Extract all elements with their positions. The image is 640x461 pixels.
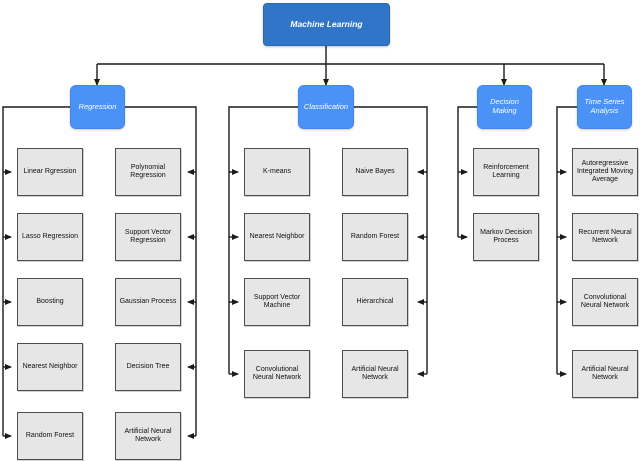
leaf-label: Naive Bayes bbox=[355, 167, 395, 175]
node-label: Regression bbox=[78, 101, 117, 111]
leaf-label: Lasso Regression bbox=[21, 232, 79, 240]
leaf-label: Artificial Neural Network bbox=[581, 365, 629, 381]
node-label: Machine Learning bbox=[290, 18, 363, 29]
leaf-label: Random Forest bbox=[350, 232, 400, 240]
leaf-node[interactable]: Markov Decision Process bbox=[473, 213, 539, 261]
node-decision-making[interactable]: Decision Making bbox=[477, 85, 532, 129]
leaf-node[interactable]: Convolutional Neural Network bbox=[244, 350, 310, 398]
leaf-label: Gaussian Process bbox=[119, 297, 177, 305]
leaf-label: Markov Decision Process bbox=[480, 228, 532, 244]
leaf-label: Decision Tree bbox=[126, 362, 170, 370]
leaf-label: Polynomial Regression bbox=[130, 163, 166, 179]
leaf-node[interactable]: Linear Rgression bbox=[17, 148, 83, 196]
leaf-label: Linear Rgression bbox=[23, 167, 77, 175]
leaf-node[interactable]: Support Vector Machine bbox=[244, 278, 310, 326]
leaf-label: Hierarchical bbox=[356, 297, 394, 305]
node-time-series-analysis[interactable]: Time Series Analysis bbox=[577, 85, 632, 129]
leaf-label: Nearest Neighbor bbox=[22, 362, 78, 370]
leaf-node[interactable]: Naive Bayes bbox=[342, 148, 408, 196]
leaf-label: Support Vector Regression bbox=[124, 228, 172, 244]
leaf-node[interactable]: Convolutional Neural Network bbox=[572, 278, 638, 326]
leaf-node[interactable]: Polynomial Regression bbox=[115, 148, 181, 196]
leaf-node[interactable]: Gaussian Process bbox=[115, 278, 181, 326]
leaf-node[interactable]: Support Vector Regression bbox=[115, 213, 181, 261]
leaf-node[interactable]: Recurrent Neural Network bbox=[572, 213, 638, 261]
leaf-node[interactable]: Nearest Neighbor bbox=[244, 213, 310, 261]
leaf-node[interactable]: Hierarchical bbox=[342, 278, 408, 326]
node-label: Decision Making bbox=[490, 97, 519, 115]
leaf-node[interactable]: Random Forest bbox=[342, 213, 408, 261]
leaf-node[interactable]: Artificial Neural Network bbox=[572, 350, 638, 398]
leaf-node[interactable]: Artificial Neural Network bbox=[342, 350, 408, 398]
leaf-node[interactable]: Boosting bbox=[17, 278, 83, 326]
leaf-label: Nearest Neighbor bbox=[249, 232, 305, 240]
leaf-node[interactable]: Lasso Regression bbox=[17, 213, 83, 261]
leaf-label: K-means bbox=[262, 167, 291, 175]
leaf-label: Convolutional Neural Network bbox=[252, 365, 302, 381]
leaf-node[interactable]: Autoregressive Integrated Moving Average bbox=[572, 148, 638, 196]
node-label: Time Series Analysis bbox=[584, 97, 625, 115]
leaf-label: Boosting bbox=[36, 297, 64, 305]
leaf-node[interactable]: K-means bbox=[244, 148, 310, 196]
leaf-node[interactable]: Reinforcement Learning bbox=[473, 148, 539, 196]
leaf-label: Reinforcement Learning bbox=[483, 163, 529, 179]
leaf-node[interactable]: Nearest Neighbor bbox=[17, 343, 83, 391]
leaf-label: Autoregressive Integrated Moving Average bbox=[576, 159, 634, 184]
node-regression[interactable]: Regression bbox=[70, 85, 125, 129]
leaf-node[interactable]: Random Forest bbox=[17, 412, 83, 460]
node-machine-learning[interactable]: Machine Learning bbox=[263, 3, 390, 46]
leaf-label: Artificial Neural Network bbox=[351, 365, 399, 381]
leaf-label: Support Vector Machine bbox=[253, 293, 301, 309]
leaf-label: Random Forest bbox=[25, 431, 75, 439]
leaf-label: Recurrent Neural Network bbox=[578, 228, 632, 244]
node-classification[interactable]: Classification bbox=[298, 85, 354, 129]
leaf-label: Artificial Neural Network bbox=[124, 427, 172, 443]
leaf-label: Convolutional Neural Network bbox=[580, 293, 630, 309]
node-label: Classification bbox=[303, 101, 349, 111]
leaf-node[interactable]: Artificial Neural Network bbox=[115, 412, 181, 460]
leaf-node[interactable]: Decision Tree bbox=[115, 343, 181, 391]
